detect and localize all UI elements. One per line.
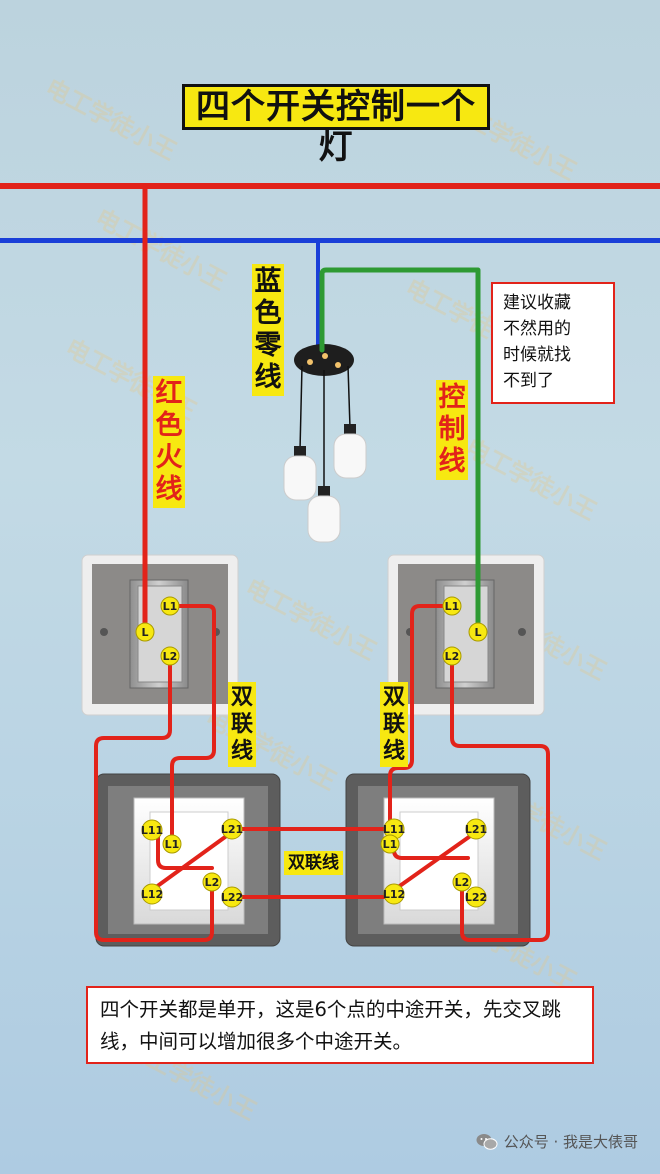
live-bus-wire <box>0 183 660 189</box>
svg-text:L11: L11 <box>141 824 163 837</box>
terminal-li-L12: L12 <box>141 883 163 905</box>
svg-text:L1: L1 <box>383 838 398 851</box>
terminal-right-L: L <box>468 622 488 642</box>
wiring <box>94 183 550 942</box>
svg-text:L: L <box>141 626 148 639</box>
svg-text:L2: L2 <box>163 650 178 663</box>
tip-line: 不然用的 <box>503 319 571 339</box>
terminal-ri-L22: L22 <box>465 886 487 908</box>
terminal-li-L21: L21 <box>221 818 243 840</box>
svg-text:L22: L22 <box>465 891 487 904</box>
page-title: 四个开关控制一个灯 <box>182 84 490 167</box>
svg-text:L11: L11 <box>383 823 405 836</box>
terminal-li-L2: L2 <box>202 872 222 892</box>
live-wire-label: 红色火线 <box>153 376 185 508</box>
control-wire <box>319 267 481 635</box>
terminal-li-L22: L22 <box>221 886 243 908</box>
terminal-right-L1: L1 <box>442 596 462 616</box>
terminal-ri-L1: L1 <box>380 834 400 854</box>
pendant-lamp <box>283 242 367 543</box>
svg-text:L1: L1 <box>445 600 460 613</box>
svg-text:L12: L12 <box>141 888 163 901</box>
terminal-left-L2: L2 <box>160 646 180 666</box>
right-two-way-switch <box>387 554 545 716</box>
dual-wire-label-right: 双联线 <box>380 682 408 767</box>
terminal-left-L: L <box>135 622 155 642</box>
svg-text:L21: L21 <box>465 823 487 836</box>
svg-text:L1: L1 <box>165 838 180 851</box>
terminal-left-L1: L1 <box>160 596 180 616</box>
terminal-ri-L21: L21 <box>465 818 487 840</box>
control-wire-label: 控制线 <box>436 380 468 480</box>
svg-text:L12: L12 <box>383 888 405 901</box>
svg-text:L21: L21 <box>221 823 243 836</box>
terminal-ri-L12: L12 <box>383 883 405 905</box>
svg-text:L: L <box>474 626 481 639</box>
neutral-bus-wire <box>0 238 660 243</box>
dual-wire-label-left: 双联线 <box>228 682 256 767</box>
svg-text:L22: L22 <box>221 891 243 904</box>
svg-text:L2: L2 <box>445 650 460 663</box>
footer-attribution: 公众号 · 我是大俵哥 <box>476 1131 638 1152</box>
account-name[interactable]: 公众号 · 我是大俵哥 <box>503 1133 638 1151</box>
tip-box: 建议收藏 不然用的 时候就找 不到了 <box>491 282 615 404</box>
svg-text:L2: L2 <box>205 876 220 889</box>
terminal-li-L1: L1 <box>162 834 182 854</box>
svg-text:L2: L2 <box>455 876 470 889</box>
terminal-right-L2: L2 <box>442 646 462 666</box>
neutral-wire-label: 蓝色零线 <box>252 264 284 396</box>
tip-line: 建议收藏 <box>503 293 571 313</box>
terminal-ri-L2: L2 <box>452 872 472 892</box>
description-note: 四个开关都是单开，这是6个点的中途开关，先交叉跳线，中间可以增加很多个中途开关。 <box>86 986 594 1064</box>
dual-wire-label-middle: 双联线 <box>284 851 343 875</box>
left-intermediate-switch <box>95 773 281 947</box>
terminal-li-L11: L11 <box>141 819 163 841</box>
wechat-icon <box>476 1133 498 1151</box>
left-two-way-switch <box>81 554 239 716</box>
tip-line: 时候就找 <box>503 345 571 365</box>
svg-text:L1: L1 <box>163 600 178 613</box>
tip-line: 不到了 <box>503 371 554 391</box>
terminal-ri-L11: L11 <box>383 818 405 840</box>
